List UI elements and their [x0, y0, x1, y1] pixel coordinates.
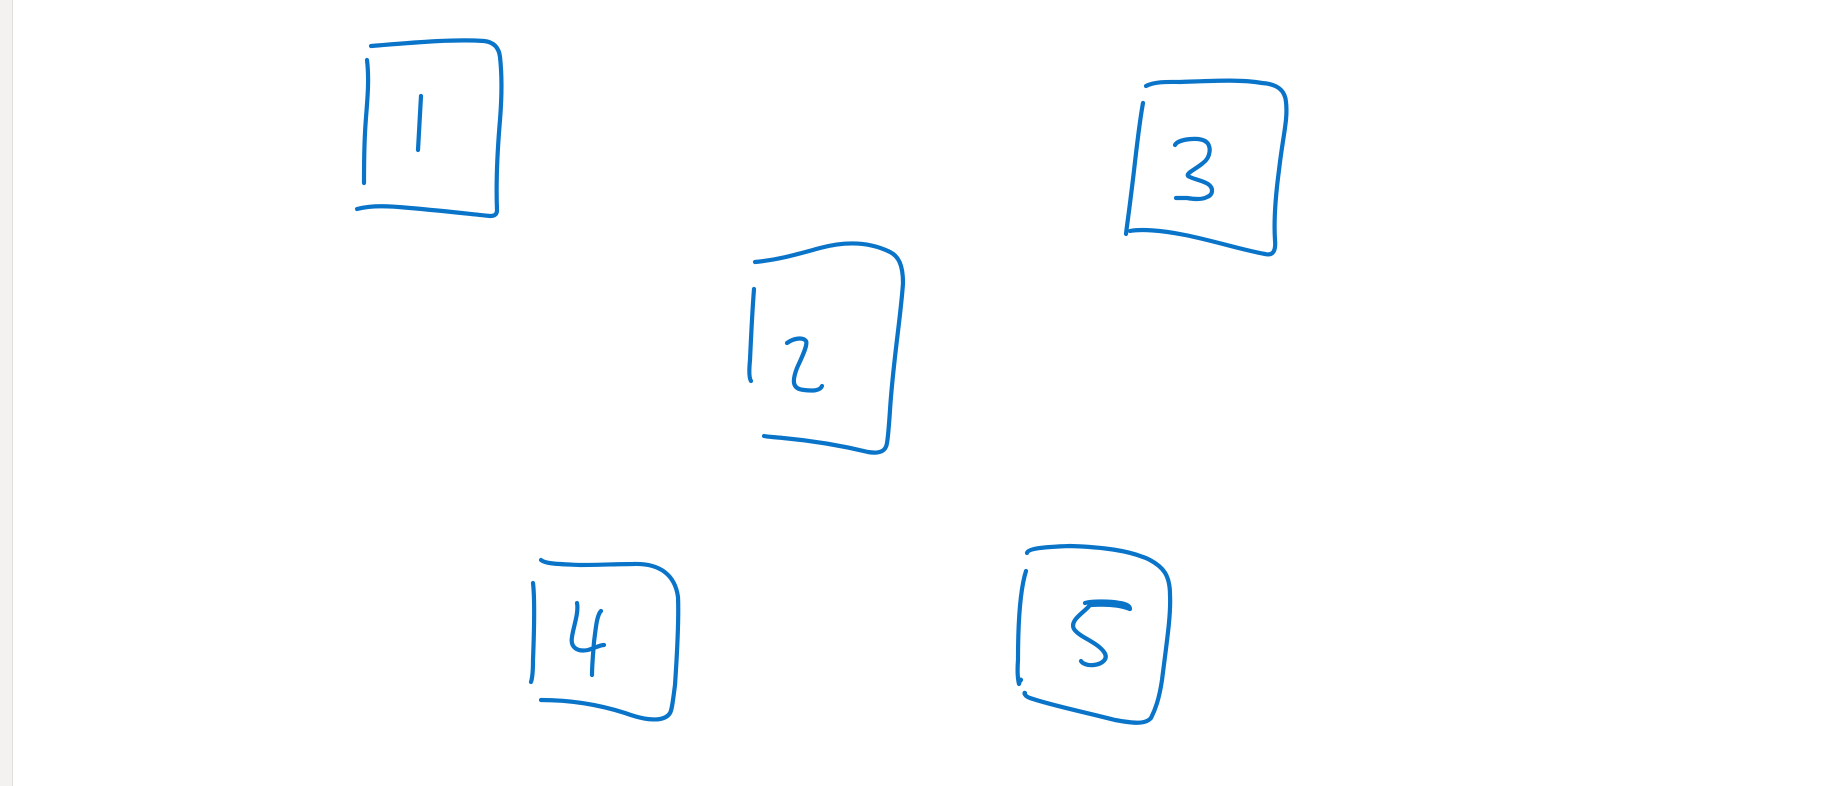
ink-drawing-box-1[interactable] [354, 38, 504, 219]
box-2-outline[interactable] [752, 241, 906, 455]
drawing-canvas[interactable] [13, 0, 1829, 786]
box-5-outline[interactable] [1022, 543, 1173, 725]
box-4-outline[interactable] [538, 557, 681, 722]
box-3-left-side[interactable] [1123, 100, 1146, 237]
ink-drawing-box-2[interactable] [747, 241, 906, 455]
ink-drawing-box-3[interactable] [1123, 78, 1289, 257]
box-3-digit-3[interactable] [1172, 136, 1215, 202]
box-1-left-side[interactable] [361, 57, 371, 186]
box-1-digit-1[interactable] [415, 93, 424, 153]
box-4-left-side[interactable] [528, 580, 537, 685]
box-5-left-side[interactable] [1015, 568, 1029, 687]
left-rail [0, 0, 13, 786]
box-3-outline[interactable] [1127, 78, 1289, 257]
box-1-outline[interactable] [354, 38, 504, 219]
box-4-digit-4-stem[interactable] [589, 608, 604, 678]
box-4-digit-4[interactable] [569, 600, 607, 653]
box-2-left-side[interactable] [747, 286, 757, 384]
box-5-digit-5[interactable] [1070, 599, 1133, 668]
box-2-digit-2[interactable] [784, 336, 825, 393]
ink-drawing-box-5[interactable] [1015, 543, 1173, 725]
ink-drawing-box-4[interactable] [528, 557, 681, 722]
